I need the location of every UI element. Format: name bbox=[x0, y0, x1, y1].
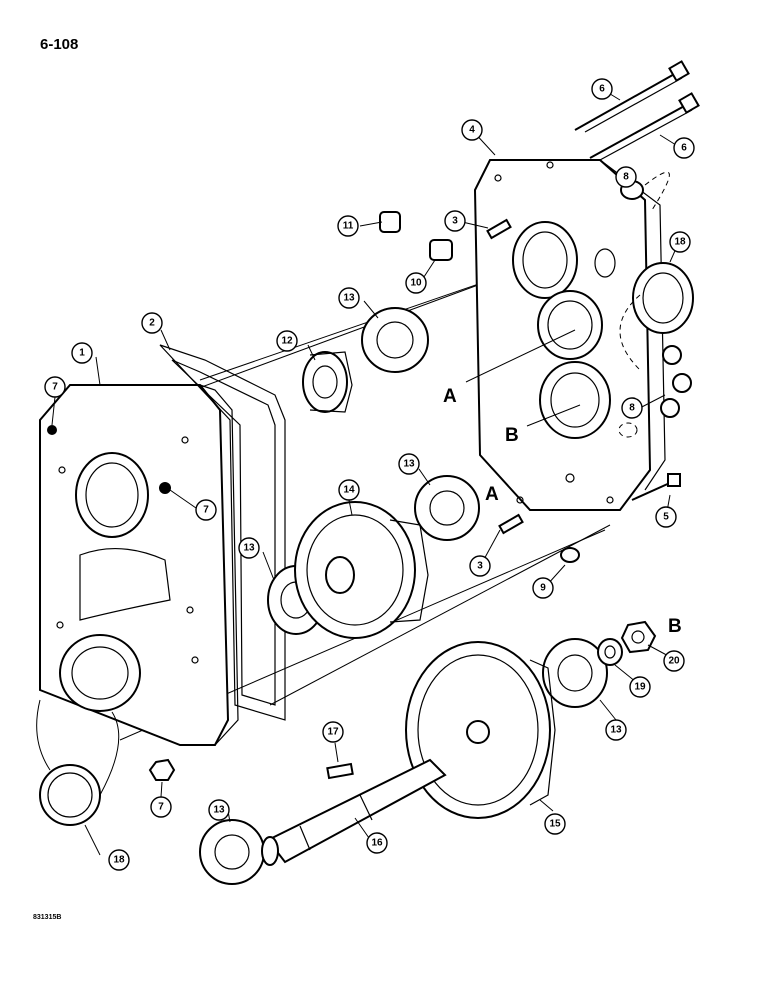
drain-plug bbox=[560, 547, 580, 563]
bearing-upper bbox=[361, 307, 429, 373]
bearing-shaft-end bbox=[199, 819, 265, 885]
svg-text:20: 20 bbox=[668, 656, 680, 667]
output-gear bbox=[405, 641, 556, 819]
ref-letter-a-bearing: A bbox=[485, 484, 499, 505]
svg-text:16: 16 bbox=[371, 838, 383, 849]
svg-text:3: 3 bbox=[477, 561, 483, 572]
svg-text:17: 17 bbox=[327, 727, 339, 738]
callout-8-top: 8 bbox=[615, 166, 637, 188]
svg-text:13: 13 bbox=[403, 459, 415, 470]
svg-text:8: 8 bbox=[623, 172, 629, 183]
svg-text:13: 13 bbox=[610, 725, 622, 736]
callout-18-right: 18 bbox=[669, 231, 691, 253]
callout-20: 20 bbox=[663, 650, 685, 672]
svg-text:2: 2 bbox=[149, 318, 155, 329]
housing-front bbox=[39, 384, 239, 746]
svg-text:19: 19 bbox=[634, 682, 646, 693]
breather-fitting bbox=[429, 239, 453, 261]
svg-text:5: 5 bbox=[663, 512, 669, 523]
callout-5: 5 bbox=[655, 506, 677, 528]
bearing-middle bbox=[414, 475, 480, 541]
callout-4: 4 bbox=[461, 119, 483, 141]
dowel-pin-lower bbox=[498, 513, 524, 535]
svg-text:13: 13 bbox=[213, 805, 225, 816]
svg-text:9: 9 bbox=[540, 583, 546, 594]
callout-19: 19 bbox=[629, 676, 651, 698]
bolt-short bbox=[631, 473, 681, 501]
svg-text:10: 10 bbox=[410, 278, 422, 289]
callout-1: 1 bbox=[71, 342, 93, 364]
figure-code: 831315B bbox=[33, 914, 62, 921]
svg-text:7: 7 bbox=[52, 382, 58, 393]
svg-text:6: 6 bbox=[599, 84, 605, 95]
callout-3-lower: 3 bbox=[469, 555, 491, 577]
svg-text:4: 4 bbox=[469, 125, 475, 136]
callout-9: 9 bbox=[532, 577, 554, 599]
ref-letter-b-housing: B bbox=[505, 425, 519, 446]
svg-text:15: 15 bbox=[549, 819, 561, 830]
output-shaft bbox=[261, 758, 447, 866]
callout-13-upper: 13 bbox=[338, 287, 360, 309]
callout-2: 2 bbox=[141, 312, 163, 334]
callout-10: 10 bbox=[405, 272, 427, 294]
callout-7-upper: 7 bbox=[44, 376, 66, 398]
callout-15: 15 bbox=[544, 813, 566, 835]
callout-13-left: 13 bbox=[238, 537, 260, 559]
svg-text:3: 3 bbox=[452, 216, 458, 227]
callout-8-side: 8 bbox=[621, 397, 643, 419]
washer bbox=[597, 638, 623, 666]
callout-6-lower: 6 bbox=[673, 137, 695, 159]
callout-11: 11 bbox=[337, 215, 359, 237]
svg-text:14: 14 bbox=[343, 485, 355, 496]
hex-nut bbox=[620, 620, 657, 654]
pinion-gear bbox=[302, 351, 353, 413]
svg-text:7: 7 bbox=[158, 802, 164, 813]
bolt-long-lower bbox=[589, 92, 700, 161]
svg-text:18: 18 bbox=[113, 855, 125, 866]
page-number: 6-108 bbox=[40, 36, 79, 53]
oil-seal-right bbox=[632, 262, 694, 334]
svg-text:1: 1 bbox=[79, 348, 85, 359]
elbow-fitting bbox=[379, 211, 401, 233]
plugs-side bbox=[618, 294, 692, 438]
svg-text:12: 12 bbox=[281, 336, 293, 347]
callout-13-middle: 13 bbox=[398, 453, 420, 475]
ref-letter-b-nut: B bbox=[668, 616, 682, 637]
housing-rear bbox=[473, 159, 666, 511]
callout-13-shaft-end: 13 bbox=[208, 799, 230, 821]
callout-7-middle: 7 bbox=[195, 499, 217, 521]
svg-text:13: 13 bbox=[343, 293, 355, 304]
svg-text:11: 11 bbox=[343, 221, 354, 232]
callout-7-lower: 7 bbox=[150, 796, 172, 818]
callout-18-left: 18 bbox=[108, 849, 130, 871]
ref-letter-a-housing: A bbox=[443, 386, 457, 407]
callout-16: 16 bbox=[366, 832, 388, 854]
shaft-key bbox=[326, 762, 354, 780]
callout-3-upper: 3 bbox=[444, 210, 466, 232]
dowel-pin-upper bbox=[486, 218, 512, 240]
bearing-output bbox=[542, 638, 608, 708]
cluster-gear bbox=[294, 501, 429, 639]
svg-text:8: 8 bbox=[629, 403, 635, 414]
svg-text:6: 6 bbox=[681, 143, 687, 154]
oil-seal-left bbox=[36, 699, 120, 826]
callout-12: 12 bbox=[276, 330, 298, 352]
callout-17: 17 bbox=[322, 721, 344, 743]
svg-text:18: 18 bbox=[674, 237, 686, 248]
nut-lower-left bbox=[148, 758, 176, 781]
bolt-long-upper bbox=[574, 60, 690, 133]
callout-6-upper: 6 bbox=[591, 78, 613, 100]
callout-14: 14 bbox=[338, 479, 360, 501]
callout-13-output: 13 bbox=[605, 719, 627, 741]
svg-text:7: 7 bbox=[203, 505, 209, 516]
svg-text:13: 13 bbox=[243, 543, 255, 554]
